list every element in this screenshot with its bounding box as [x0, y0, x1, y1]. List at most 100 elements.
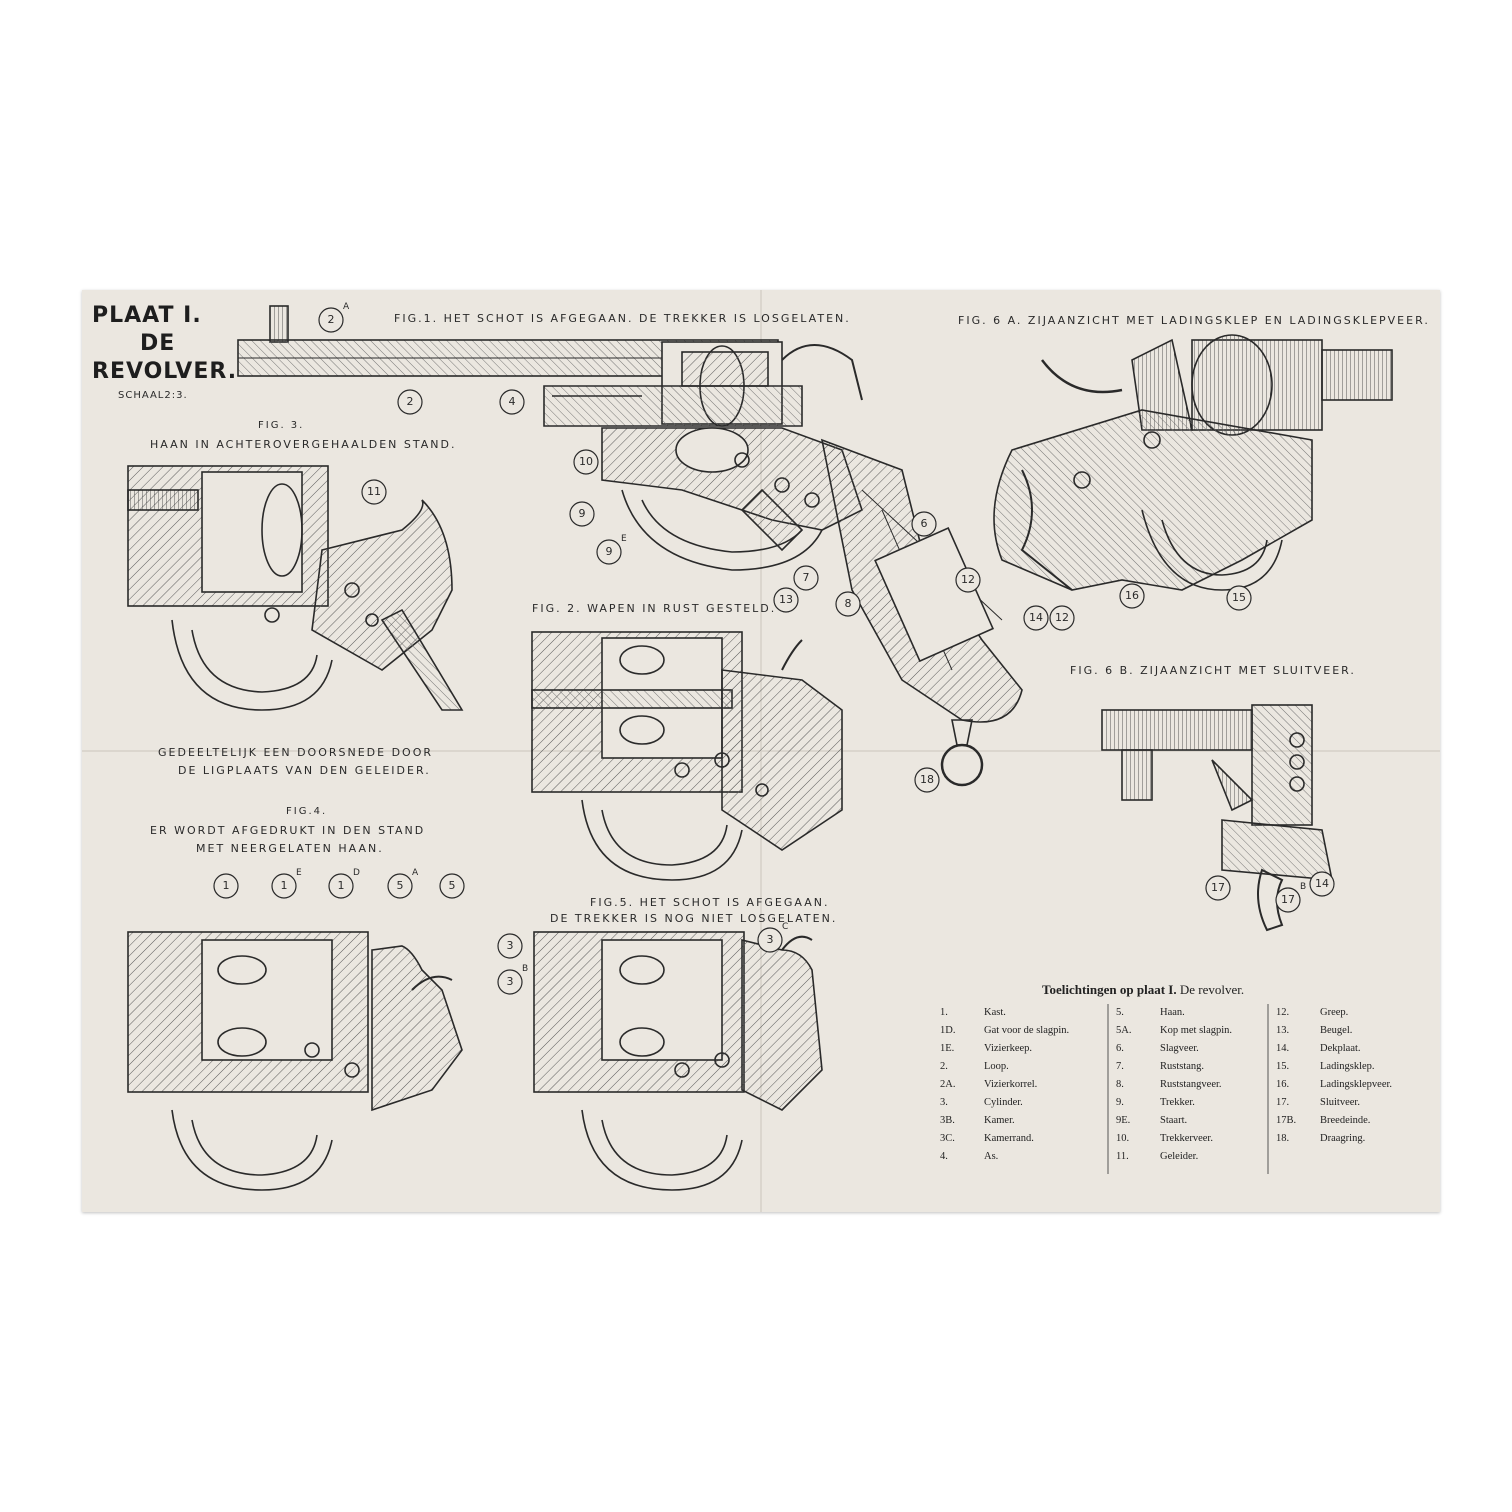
fig6a-drawing [993, 334, 1393, 591]
callout-number: 3 [506, 975, 514, 988]
plate-scale: SCHAAL2:3. [118, 390, 188, 401]
callout-suffix: B [522, 964, 529, 974]
legend-column-1: 1.Kast.1D.Gat voor de slagpin.1E.Vizierk… [940, 1004, 1069, 1166]
legend-row: 11.Geleider. [1116, 1148, 1232, 1166]
legend-row: 1D.Gat voor de slagpin. [940, 1022, 1069, 1040]
legend-row: 10. Trekkerveer. [1116, 1130, 1232, 1148]
callout-number: 5 [396, 879, 404, 892]
fig4-drawing [127, 931, 463, 1191]
callout-suffix: A [412, 868, 419, 878]
legend-text: Cylinder. [984, 1097, 1023, 1108]
legend-title-bold: Toelichtingen op plaat I. [1042, 982, 1177, 997]
legend-title: Toelichtingen op plaat I. De revolver. [1042, 982, 1244, 998]
legend-text: Kamerrand. [984, 1133, 1034, 1144]
legend-number: 10. [1116, 1133, 1130, 1144]
callout-number: 18 [920, 773, 934, 786]
callout-circles [213, 307, 1335, 995]
legend-number: 2. [940, 1061, 948, 1072]
legend-text: Vizierkorrel. [984, 1079, 1038, 1090]
legend-text: Trekker. [1160, 1097, 1195, 1108]
callout-number: 2 [406, 395, 414, 408]
fig5-caption-a: FIG.5. HET SCHOT IS AFGEGAAN. [590, 896, 830, 909]
legend-text: Dekplaat. [1320, 1043, 1361, 1054]
callout-number: 3 [506, 939, 514, 952]
callout-circle [361, 479, 387, 505]
callout-circle [1226, 585, 1252, 611]
legend-text: Haan. [1160, 1007, 1185, 1018]
legend-row: 5A.Kop met slagpin. [1116, 1022, 1232, 1040]
legend-text: Ruststang. [1160, 1061, 1205, 1072]
legend-row: 4. As. [940, 1148, 1069, 1166]
legend-number: 9. [1116, 1097, 1124, 1108]
legend-row: 3B.Kamer. [940, 1112, 1069, 1130]
legend-number: 17. [1276, 1097, 1290, 1108]
legend-row: 6.Slagveer. [1116, 1040, 1232, 1058]
callout-number: 6 [920, 517, 928, 530]
legend-row: 17. Sluitveer. [1276, 1094, 1392, 1112]
callout-number: 15 [1232, 591, 1246, 604]
callout-circle [911, 511, 937, 537]
legend-row: 15.Ladingsklep. [1276, 1058, 1392, 1076]
legend-row: 3C.Kamerrand. [940, 1130, 1069, 1148]
callout-number: 12 [1055, 611, 1069, 624]
callout-number: 14 [1029, 611, 1043, 624]
legend-row: 18.Draagring. [1276, 1130, 1392, 1148]
callout-number: 1 [280, 879, 288, 892]
callout-number: 10 [579, 455, 593, 468]
callout-suffix: C [782, 922, 789, 932]
legend-text: Beugel. [1320, 1025, 1353, 1036]
callout-circle [1049, 605, 1075, 631]
callout-number: 11 [367, 485, 381, 498]
fig4-caption-b: ER WORDT AFGEDRUKT IN DEN STAND [150, 824, 426, 837]
callout-number: 17 [1281, 893, 1295, 906]
legend-text: Loop. [984, 1061, 1009, 1072]
revolver-diagram [82, 290, 1440, 1212]
plate-title-line2: DE [140, 331, 176, 356]
legend-text: Trekkerveer. [1160, 1133, 1213, 1144]
legend-text: Staart. [1160, 1115, 1188, 1126]
legend-text: Kop met slagpin. [1160, 1025, 1233, 1036]
legend-row: 17B.Breedeinde. [1276, 1112, 1392, 1130]
legend-number: 9E. [1116, 1115, 1131, 1126]
callout-circle [213, 873, 239, 899]
callout-circle [569, 501, 595, 527]
legend-number: 17B. [1276, 1115, 1297, 1126]
legend-text: Draagring. [1320, 1133, 1366, 1144]
callout-circle [1309, 871, 1335, 897]
legend-number: 5. [1116, 1007, 1124, 1018]
legend-number: 4. [940, 1151, 948, 1162]
legend-number: 3. [940, 1097, 948, 1108]
fig2-drawing [531, 631, 843, 881]
fig3-caption-c: GEDEELTELIJK EEN DOORSNEDE DOOR [158, 746, 434, 759]
legend-number: 12. [1276, 1007, 1290, 1018]
plate-sheet: PLAAT I. DE REVOLVER. SCHAAL2:3. FIG.1. … [82, 290, 1440, 1212]
callout-suffix: E [296, 868, 302, 878]
fig6a-caption: FIG. 6 A. ZIJAANZICHT MET LADINGSKLEP EN… [958, 314, 1430, 327]
callout-number: 5 [448, 879, 456, 892]
callout-number: 8 [844, 597, 852, 610]
fig3-caption-a: FIG. 3. [258, 420, 305, 431]
callout-circle [1119, 583, 1145, 609]
callout-number: 1 [222, 879, 230, 892]
legend-row: 2A.Vizierkorrel. [940, 1076, 1069, 1094]
callout-suffix: E [621, 534, 627, 544]
legend-title-rest: De revolver. [1179, 982, 1245, 997]
legend-number: 16. [1276, 1079, 1290, 1090]
legend-row: 2. Loop. [940, 1058, 1069, 1076]
fig5-caption-b: DE TREKKER IS NOG NIET LOSGELATEN. [550, 912, 838, 925]
callout-circle [573, 449, 599, 475]
legend-number: 1. [940, 1007, 948, 1018]
callout-circle [439, 873, 465, 899]
legend-column-3: 12.Greep.13.Beugel.14.Dekplaat.15.Lading… [1276, 1004, 1392, 1148]
legend-row: 9E. Staart. [1116, 1112, 1232, 1130]
fig6b-drawing [1101, 704, 1333, 932]
legend-column-2: 5.Haan.5A.Kop met slagpin.6.Slagveer.7.R… [1116, 1004, 1232, 1166]
callout-number: 14 [1315, 877, 1329, 890]
legend-row: 1E.Vizierkeep. [940, 1040, 1069, 1058]
legend-number: 8. [1116, 1079, 1124, 1090]
plate-title-line1: PLAAT I. [92, 303, 202, 328]
legend-text: As. [984, 1151, 999, 1162]
callout-circle [328, 873, 354, 899]
fig6b-caption: FIG. 6 B. ZIJAANZICHT MET SLUITVEER. [1070, 664, 1356, 677]
legend-text: Sluitveer. [1320, 1097, 1360, 1108]
